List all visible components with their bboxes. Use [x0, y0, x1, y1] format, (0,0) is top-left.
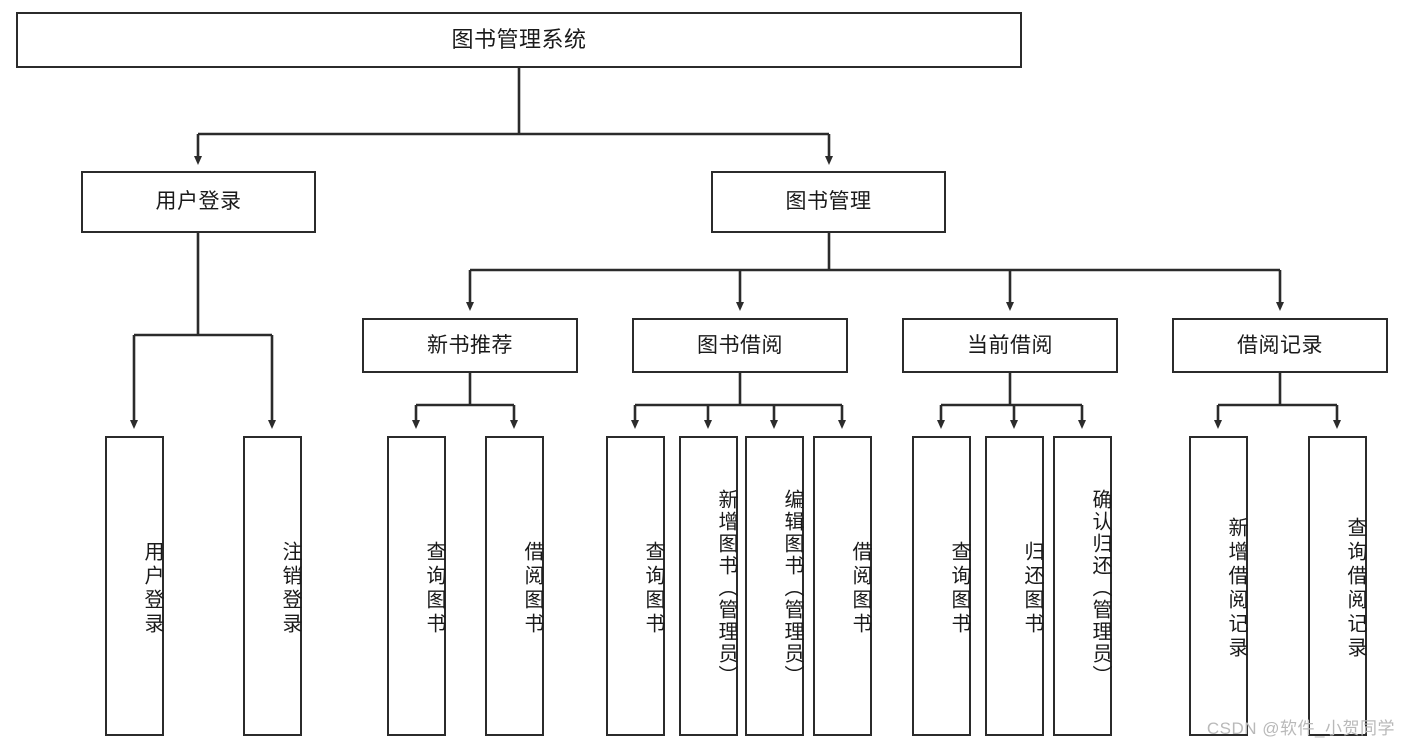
node-leaf-return-book-label: 归还图书 — [1021, 541, 1043, 637]
node-leaf-add-record[interactable]: 新增借阅记录 — [1189, 436, 1248, 736]
node-leaf-add-book[interactable]: 新增图书（管理员） — [679, 436, 738, 736]
node-book-manage[interactable]: 图书管理 — [711, 171, 946, 233]
node-user-login-label: 用户登录 — [155, 190, 242, 214]
node-leaf-confirm-return[interactable]: 确认归还（管理员） — [1053, 436, 1112, 736]
node-borrow-record[interactable]: 借阅记录 — [1172, 318, 1388, 373]
node-leaf-add-record-label: 新增借阅记录 — [1225, 517, 1247, 661]
node-leaf-logout-label: 注销登录 — [279, 541, 301, 637]
node-leaf-borrow-book-rec[interactable]: 借阅图书 — [485, 436, 544, 736]
node-book-borrow[interactable]: 图书借阅 — [632, 318, 848, 373]
node-leaf-user-login-label: 用户登录 — [141, 541, 163, 637]
node-leaf-borrow-book[interactable]: 借阅图书 — [813, 436, 872, 736]
node-leaf-add-book-label: 新增图书（管理员） — [715, 489, 737, 687]
node-book-borrow-label: 图书借阅 — [697, 333, 783, 357]
node-leaf-query-book-rec-label: 查询图书 — [423, 541, 445, 637]
node-leaf-edit-book[interactable]: 编辑图书（管理员） — [745, 436, 804, 736]
node-leaf-query-book-cur-label: 查询图书 — [948, 541, 970, 637]
node-leaf-query-book-cur[interactable]: 查询图书 — [912, 436, 971, 736]
node-new-book-recommend-label: 新书推荐 — [427, 333, 513, 357]
watermark-text: CSDN @软件_小贺同学 — [1206, 719, 1395, 738]
node-current-borrow-label: 当前借阅 — [967, 333, 1053, 357]
node-leaf-query-book-borrow[interactable]: 查询图书 — [606, 436, 665, 736]
node-current-borrow[interactable]: 当前借阅 — [902, 318, 1118, 373]
node-user-login[interactable]: 用户登录 — [81, 171, 316, 233]
node-leaf-borrow-book-rec-label: 借阅图书 — [521, 541, 543, 637]
node-leaf-query-record[interactable]: 查询借阅记录 — [1308, 436, 1367, 736]
node-root-label: 图书管理系统 — [451, 26, 587, 52]
node-root[interactable]: 图书管理系统 — [16, 12, 1022, 68]
node-leaf-return-book[interactable]: 归还图书 — [985, 436, 1044, 736]
node-leaf-user-login[interactable]: 用户登录 — [105, 436, 164, 736]
node-leaf-query-record-label: 查询借阅记录 — [1344, 517, 1366, 661]
node-leaf-query-book-rec[interactable]: 查询图书 — [387, 436, 446, 736]
node-leaf-borrow-book-label: 借阅图书 — [849, 541, 871, 637]
node-leaf-logout[interactable]: 注销登录 — [243, 436, 302, 736]
node-book-manage-label: 图书管理 — [785, 190, 872, 214]
node-new-book-recommend[interactable]: 新书推荐 — [362, 318, 578, 373]
node-leaf-edit-book-label: 编辑图书（管理员） — [781, 489, 803, 687]
node-borrow-record-label: 借阅记录 — [1237, 333, 1323, 357]
node-leaf-confirm-return-label: 确认归还（管理员） — [1089, 489, 1111, 687]
node-leaf-query-book-borrow-label: 查询图书 — [642, 541, 664, 637]
